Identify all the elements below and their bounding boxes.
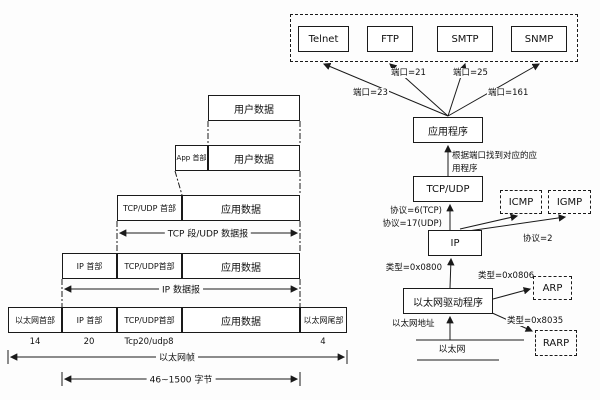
tcpudp-header-box-row5: TCP/UDP首部	[117, 307, 182, 333]
payload-size-span-label: 46~1500 字节	[146, 372, 216, 386]
app-data-box-row3: 应用数据	[182, 195, 300, 221]
ftp-box: FTP	[367, 26, 413, 52]
tcp-segment-span-label: TCP 段/UDP 数据报	[164, 226, 252, 240]
ethernet-trailer-box: 以太网尾部	[300, 307, 347, 333]
ethernet-address-label: 以太网地址	[391, 319, 436, 330]
port-lookup-note: 根据端口找到对应的应用程序	[452, 151, 538, 174]
protocol-udp-label: 协议=17(UDP)	[353, 219, 443, 230]
eth-trailer-size-label: 4	[319, 337, 327, 348]
ip-datagram-span-label: IP 数据报	[159, 282, 203, 296]
type-rarp-label: 类型=0x8035	[506, 316, 565, 327]
port-telnet-label: 端口=23	[352, 88, 389, 99]
port-snmp-label: 端口=161	[487, 88, 530, 99]
user-data-box: 用户数据	[208, 145, 300, 171]
app-header-box: App 首部	[175, 145, 208, 171]
icmp-box: ICMP	[500, 190, 542, 214]
type-arp-label: 类型=0x0806	[477, 271, 536, 282]
eth-header-size-label: 14	[28, 337, 42, 348]
protocol-igmp-label: 协议=2	[522, 234, 554, 245]
ethernet-driver-box: 以太网驱动程序	[403, 288, 493, 314]
telnet-box: Telnet	[298, 26, 349, 52]
user-data-top-box: 用户数据	[208, 95, 300, 121]
ethernet-frame-span-label: 以太网帧	[155, 350, 199, 364]
ip-header-box-row4: IP 首部	[62, 253, 117, 279]
snmp-box: SNMP	[511, 26, 567, 52]
port-ftp-label: 端口=21	[390, 68, 427, 79]
application-box: 应用程序	[413, 117, 483, 143]
tcpudp-header-size-label: Tcp20/udp8	[123, 337, 175, 348]
ethernet-header-box: 以太网首部	[8, 307, 62, 333]
protocol-tcp-label: 协议=6(TCP)	[353, 206, 443, 217]
arp-box: ARP	[533, 276, 572, 300]
igmp-box: IGMP	[548, 190, 591, 214]
tcpudp-header-box-row3: TCP/UDP 首部	[117, 195, 182, 221]
smtp-box: SMTP	[437, 26, 493, 52]
tcp-udp-box: TCP/UDP	[413, 176, 483, 202]
tcpudp-header-box-row4: TCP/UDP首部	[117, 253, 182, 279]
type-ip-label: 类型=0x0800	[353, 263, 443, 274]
ip-box: IP	[428, 230, 482, 256]
ethernet-label: 以太网	[437, 345, 467, 356]
ip-header-box-row5: IP 首部	[62, 307, 117, 333]
ip-header-size-label: 20	[82, 337, 96, 348]
rarp-box: RARP	[535, 330, 577, 356]
app-data-box-row5: 应用数据	[182, 307, 300, 333]
port-smtp-label: 端口=25	[452, 68, 489, 79]
app-data-box-row4: 应用数据	[182, 253, 300, 279]
